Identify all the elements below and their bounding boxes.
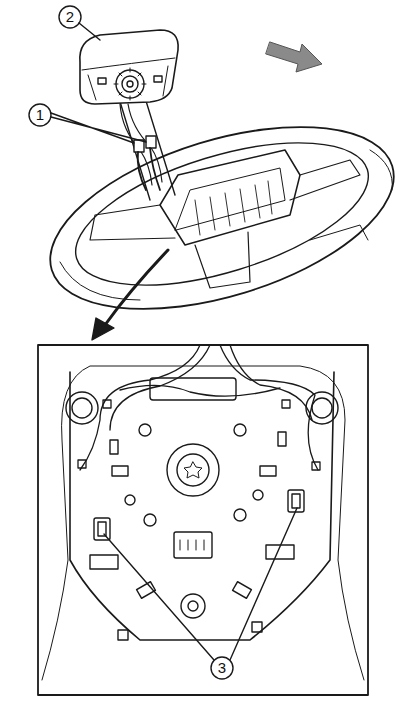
harness-wires xyxy=(78,345,320,470)
airbag-module xyxy=(80,30,178,104)
leader-line xyxy=(79,23,100,40)
steering-wheel xyxy=(29,91,400,344)
callout-number: 2 xyxy=(59,6,81,28)
leader-line xyxy=(51,113,146,143)
leader-line xyxy=(104,508,297,660)
detail-arrow xyxy=(105,250,168,325)
callout-number: 1 xyxy=(29,104,51,126)
direction-arrow xyxy=(266,42,322,72)
module-back-plate xyxy=(42,366,364,680)
steering-column xyxy=(118,88,175,200)
harness-connectors xyxy=(120,104,162,190)
detail-frame xyxy=(38,345,368,695)
callout-circle xyxy=(29,104,51,126)
callout-number: 3 xyxy=(211,657,233,679)
callout-circle xyxy=(59,6,81,28)
arrow-head xyxy=(92,318,114,340)
